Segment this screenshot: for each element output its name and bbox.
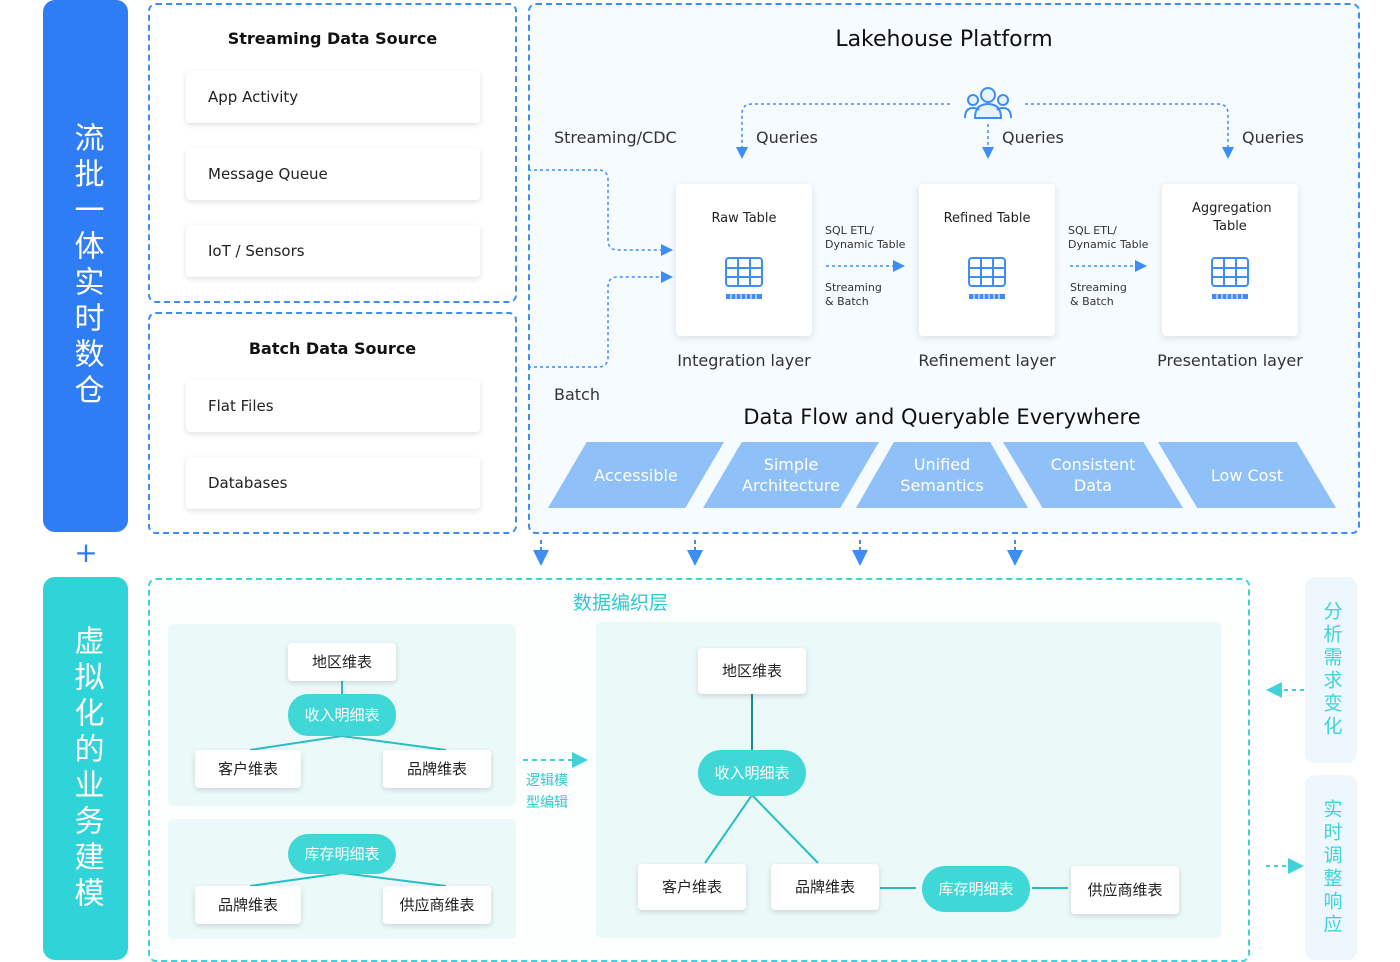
table-card-raw: Raw Table xyxy=(676,184,812,336)
batch-source-title: Batch Data Source xyxy=(248,339,417,358)
customer-dim-node: 客户维表 xyxy=(638,864,746,910)
plus-icon: + xyxy=(74,536,98,569)
inventory-detail-node: 库存明细表 xyxy=(288,834,396,874)
source-card-app-activity: App Activity xyxy=(186,71,480,123)
supplier-dim-node: 供应商维表 xyxy=(383,886,491,924)
batch-source-panel: Batch Data Source Flat Files Databases xyxy=(148,312,517,534)
users-icon xyxy=(964,87,1012,119)
table-card-refined: Refined Table xyxy=(919,184,1055,336)
flow-title: Data Flow and Queryable Everywhere xyxy=(743,405,1141,429)
etl-label-2: SQL ETL/ Dynamic Table xyxy=(1068,224,1149,251)
lakehouse-title: Lakehouse Platform xyxy=(835,27,1053,52)
customer-dim-node: 客户维表 xyxy=(195,750,301,788)
queries-label-2: Queries xyxy=(1002,128,1064,147)
virtual-modeling-label: 虚拟化的业务建模 xyxy=(68,624,104,913)
table-icon xyxy=(968,257,1006,299)
logic-model-edit-label: 逻辑模 型编辑 xyxy=(526,773,568,811)
virtual-modeling-bar: 虚拟化的业务建模 xyxy=(43,577,128,960)
table-name: Aggregation Table xyxy=(1192,201,1272,234)
realtime-response-label: 实时调整响应 xyxy=(1320,798,1343,937)
brand-dim-node: 品牌维表 xyxy=(195,886,301,924)
table-name: Refined Table xyxy=(943,211,1031,226)
brand-dim-node: 品牌维表 xyxy=(383,750,491,788)
realtime-warehouse-label: 流批一体实时数仓 xyxy=(68,122,104,410)
realtime-response-bar: 实时调整响应 xyxy=(1305,775,1357,960)
table-card-aggregation: Aggregation Table xyxy=(1162,184,1298,336)
source-card-flat-files: Flat Files xyxy=(186,380,480,432)
inventory-detail-node: 库存明细表 xyxy=(922,866,1030,912)
realtime-warehouse-bar: 流批一体实时数仓 xyxy=(43,0,128,532)
source-card-iot-sensors: IoT / Sensors xyxy=(186,225,480,277)
queries-label-1: Queries xyxy=(756,128,818,147)
streaming-source-panel: Streaming Data Source App Activity Messa… xyxy=(148,3,517,303)
layer-label-presentation: Presentation layer xyxy=(1157,351,1303,370)
analysis-change-label: 分析需求变化 xyxy=(1320,601,1343,739)
revenue-detail-node: 收入明细表 xyxy=(698,750,806,796)
region-dim-node: 地区维表 xyxy=(288,643,396,681)
region-dim-node: 地区维表 xyxy=(698,648,806,694)
data-fabric-title: 数据编织层 xyxy=(573,592,669,614)
source-card-databases: Databases xyxy=(186,457,480,509)
etl-label-1: SQL ETL/ Dynamic Table xyxy=(825,224,906,251)
source-card-message-queue: Message Queue xyxy=(186,148,480,200)
streaming-source-title: Streaming Data Source xyxy=(227,29,438,48)
queries-label-3: Queries xyxy=(1242,128,1304,147)
supplier-dim-node: 供应商维表 xyxy=(1071,866,1179,914)
mode-label-1: Streaming & Batch xyxy=(825,281,882,308)
revenue-detail-node: 收入明细表 xyxy=(288,694,396,736)
table-icon xyxy=(1211,257,1249,299)
mode-label-2: Streaming & Batch xyxy=(1070,281,1127,308)
table-icon xyxy=(725,257,763,299)
brand-dim-node: 品牌维表 xyxy=(771,864,879,910)
table-name: Raw Table xyxy=(711,211,777,226)
layer-label-integration: Integration layer xyxy=(677,351,811,370)
layer-label-refinement: Refinement layer xyxy=(918,351,1056,370)
analysis-change-bar: 分析需求变化 xyxy=(1305,577,1357,763)
batch-label: Batch xyxy=(554,385,600,404)
streaming-cdc-label: Streaming/CDC xyxy=(554,128,677,147)
